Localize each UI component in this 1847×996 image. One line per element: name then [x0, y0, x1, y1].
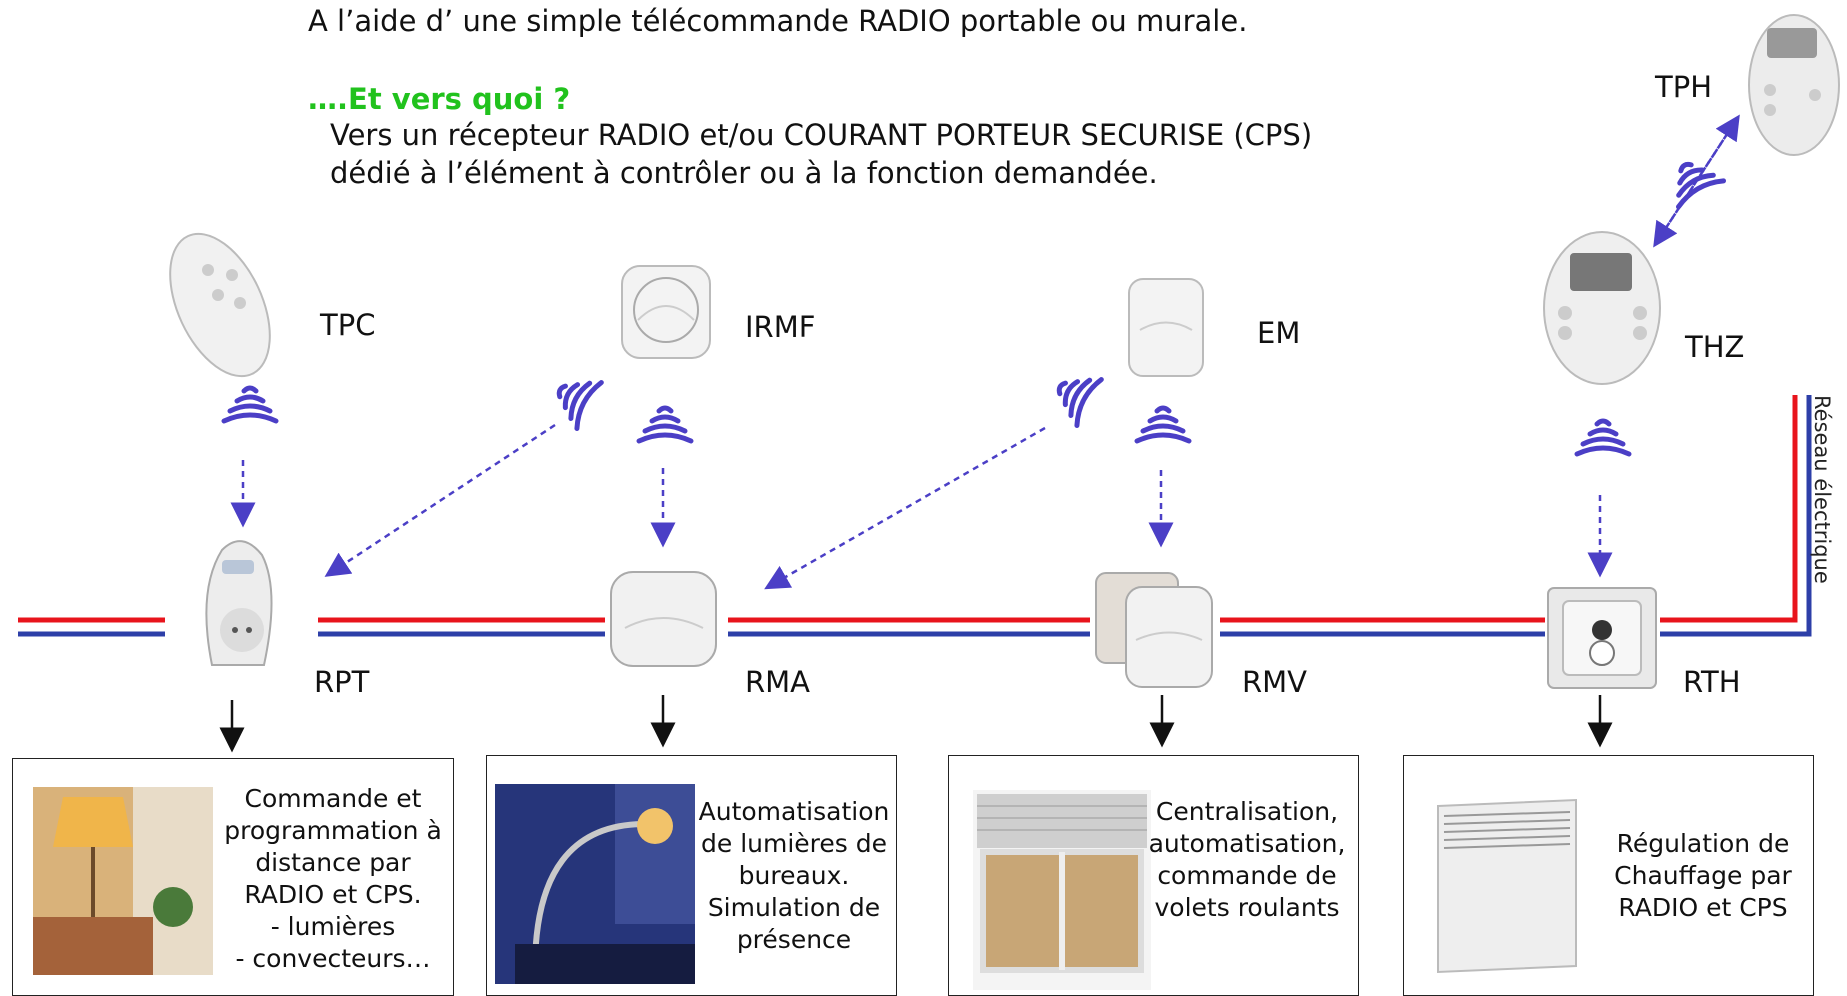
thz-thermostat-icon: [1543, 231, 1661, 385]
box-rmv-line-1: Centralisation,: [1155, 797, 1339, 826]
label-thz: THZ: [1685, 330, 1745, 364]
radio-waves: [221, 161, 1727, 457]
desk-lamp-photo: [495, 784, 695, 984]
label-tph: TPH: [1655, 70, 1713, 104]
rpt-plug-receiver-icon: [205, 540, 273, 666]
box-rpt-line-4: RADIO et CPS.: [244, 880, 422, 909]
label-rma: RMA: [745, 665, 811, 699]
output-arrows: [219, 695, 1613, 753]
box-rpt-line-5: - lumières: [270, 912, 396, 941]
box-rma-line-3: bureaux.: [738, 861, 850, 890]
description-line-2: dédié à l’élément à contrôler ou à la fo…: [330, 156, 1158, 190]
box-rma-line-5: présence: [736, 925, 852, 954]
label-em: EM: [1257, 316, 1301, 350]
box-rma-line-2: de lumières de: [701, 829, 887, 858]
living-room-photo: [33, 787, 213, 975]
box-rth-line-2: Chauffage par: [1614, 861, 1792, 890]
box-rma-line-1: Automatisation: [698, 797, 890, 826]
rolling-shutter-photo: [973, 790, 1151, 990]
box-rmv-line-2: automatisation,: [1148, 829, 1346, 858]
box-rth: Régulation de Chauffage par RADIO et CPS: [1403, 755, 1814, 996]
description-paragraph: Vers un récepteur RADIO et/ou COURANT PO…: [330, 116, 1312, 192]
box-rma-text: Automatisation de lumières de bureaux. S…: [691, 796, 897, 956]
box-rmv-line-3: commande de: [1157, 861, 1337, 890]
box-rpt-text: Commande et programmation à distance par…: [213, 783, 453, 975]
box-rth-line-1: Régulation de: [1616, 829, 1790, 858]
rma-receiver-icon: [610, 571, 717, 667]
label-rmv: RMV: [1242, 665, 1308, 699]
tph-remote-icon: [1748, 14, 1840, 156]
box-rma: Automatisation de lumières de bureaux. S…: [486, 755, 897, 996]
rmv-receiver-icon: [1095, 572, 1213, 688]
em-switch-icon: [1128, 278, 1204, 377]
network-label: Réseau électrique: [1810, 395, 1834, 584]
label-tpc: TPC: [320, 308, 376, 342]
label-irmf: IRMF: [745, 310, 816, 344]
box-rma-line-4: Simulation de: [707, 893, 881, 922]
intro-text: A l’aide d’ une simple télécommande RADI…: [308, 4, 1248, 38]
description-line-1: Vers un récepteur RADIO et/ou COURANT PO…: [330, 118, 1313, 152]
box-rpt-line-2: programmation à: [224, 816, 442, 845]
power-line: [18, 395, 1812, 637]
box-rpt-line-6: - convecteurs…: [235, 944, 431, 973]
tpc-remote-icon: [169, 232, 271, 378]
box-rpt-line-1: Commande et: [244, 784, 422, 813]
radio-arrows: [230, 114, 1740, 590]
label-rpt: RPT: [314, 665, 370, 699]
box-rmv: Centralisation, automatisation, commande…: [948, 755, 1359, 996]
convector-heater-photo: [1437, 798, 1577, 974]
box-rmv-text: Centralisation, automatisation, commande…: [1135, 796, 1359, 924]
box-rth-text: Régulation de Chauffage par RADIO et CPS: [1594, 828, 1812, 924]
box-rpt-line-3: distance par: [255, 848, 411, 877]
irmf-switch-icon: [621, 265, 711, 359]
box-rmv-line-4: volets roulants: [1154, 893, 1340, 922]
label-rth: RTH: [1683, 665, 1741, 699]
subhead-question: ….Et vers quoi ?: [308, 82, 571, 116]
box-rpt: Commande et programmation à distance par…: [12, 758, 454, 996]
rth-receiver-icon: [1547, 587, 1657, 689]
box-rth-line-3: RADIO et CPS: [1618, 893, 1788, 922]
